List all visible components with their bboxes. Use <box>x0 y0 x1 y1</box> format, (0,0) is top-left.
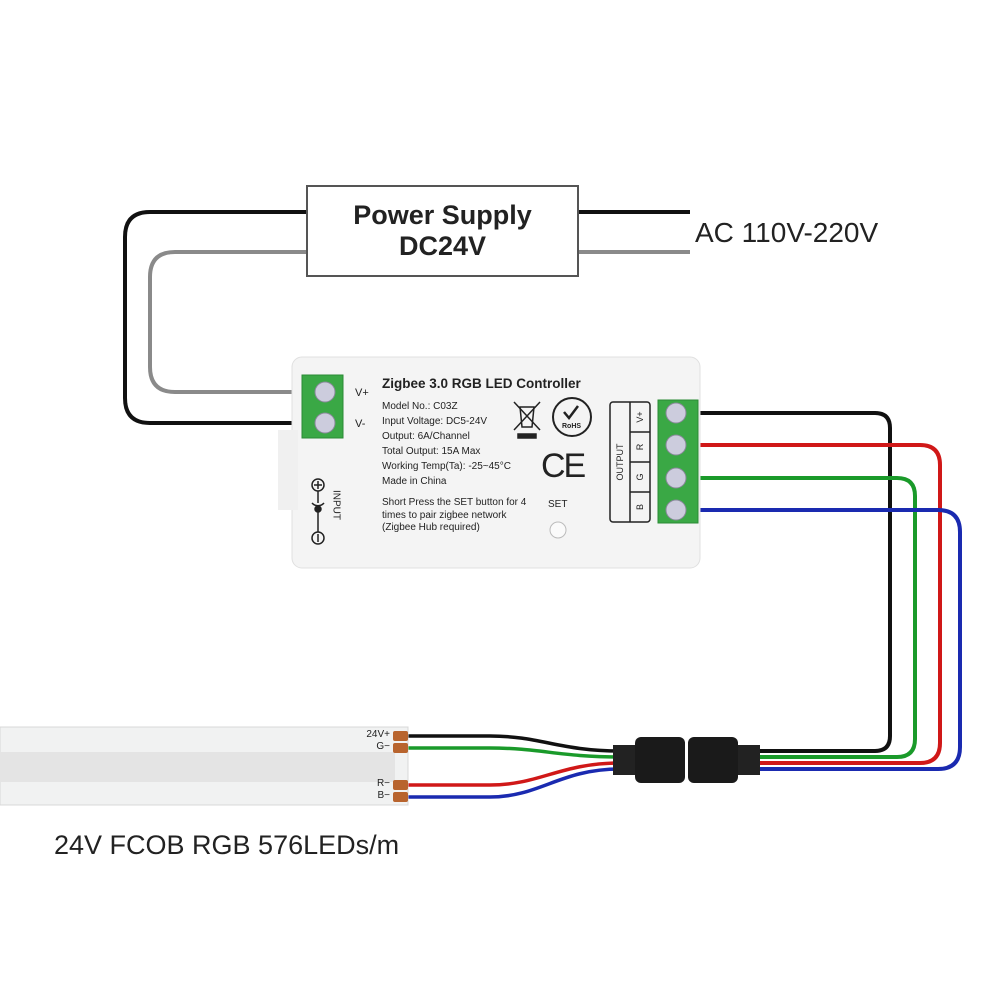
wire-green-out <box>698 476 917 759</box>
spec-total-output: Total Output: 15A Max <box>382 446 481 457</box>
wire-blue-out <box>698 508 962 771</box>
rohs-icon <box>552 397 592 437</box>
spec-working-temp: Working Temp(Ta): -25~45°C <box>382 461 511 472</box>
pad-g <box>393 743 408 753</box>
output-b-label: B <box>635 503 645 511</box>
pairing-instructions: Short Press the SET button for 4 times t… <box>382 497 526 535</box>
wire-black-dc <box>123 210 307 425</box>
input-polarity-icon <box>311 478 325 545</box>
pad-b-label: B− <box>377 790 390 801</box>
output-terminal-block <box>657 399 699 524</box>
instruction-line: Short Press the SET button for 4 <box>382 497 527 508</box>
spec-model: Model No.: C03Z <box>382 401 458 412</box>
instruction-line: (Zigbee Hub required) <box>382 522 480 533</box>
wire-gray-dc <box>148 250 307 394</box>
pad-g-label: G− <box>376 741 390 752</box>
output-r-label: R <box>635 443 645 451</box>
power-supply-voltage: DC24V <box>398 231 487 261</box>
led-strip <box>0 726 409 806</box>
power-supply-box <box>306 185 579 277</box>
pad-24v <box>393 731 408 741</box>
set-label: SET <box>548 499 568 510</box>
pad-24v-label: 24V+ <box>366 729 390 740</box>
power-supply-label: Power Supply DC24V <box>307 200 578 262</box>
input-terminal-block <box>301 374 344 439</box>
power-supply-title: Power Supply <box>353 200 532 230</box>
controller-title: Zigbee 3.0 RGB LED Controller <box>382 376 581 391</box>
set-button[interactable] <box>549 521 567 539</box>
pad-r-label: R− <box>376 778 390 789</box>
output-vplus-label: V+ <box>635 411 645 423</box>
input-vminus-label: V- <box>355 418 366 430</box>
input-label: INPUT <box>330 490 342 520</box>
pad-b <box>393 792 408 802</box>
ac-input-label: AC 110V-220V <box>695 217 879 248</box>
spec-input-voltage: Input Voltage: DC5-24V <box>382 416 488 427</box>
wire-green-strip <box>408 746 621 759</box>
rohs-label: RoHS <box>562 423 582 430</box>
controller-specs: Model No.: C03Z Input Voltage: DC5-24V O… <box>382 399 511 489</box>
output-label-box <box>609 401 651 523</box>
wire-red-out <box>698 443 942 765</box>
wire-black-strip <box>408 734 621 753</box>
input-vplus-label: V+ <box>355 387 369 399</box>
output-g-label: G <box>635 473 645 481</box>
output-label: OUTPUT <box>615 443 625 481</box>
rgb-connector <box>613 737 760 783</box>
pad-r <box>393 780 408 790</box>
weee-bin-icon <box>513 401 541 439</box>
strip-caption: 24V FCOB RGB 576LEDs/m <box>54 830 400 860</box>
instruction-line: times to pair zigbee network <box>382 509 507 521</box>
spec-origin: Made in China <box>382 476 447 487</box>
controller-body <box>278 356 701 569</box>
wire-black-out <box>698 411 892 753</box>
wire-blue-strip <box>408 767 621 799</box>
ce-mark: CE <box>541 447 586 485</box>
spec-output: Output: 6A/Channel <box>382 431 470 442</box>
wire-red-strip <box>408 761 621 787</box>
